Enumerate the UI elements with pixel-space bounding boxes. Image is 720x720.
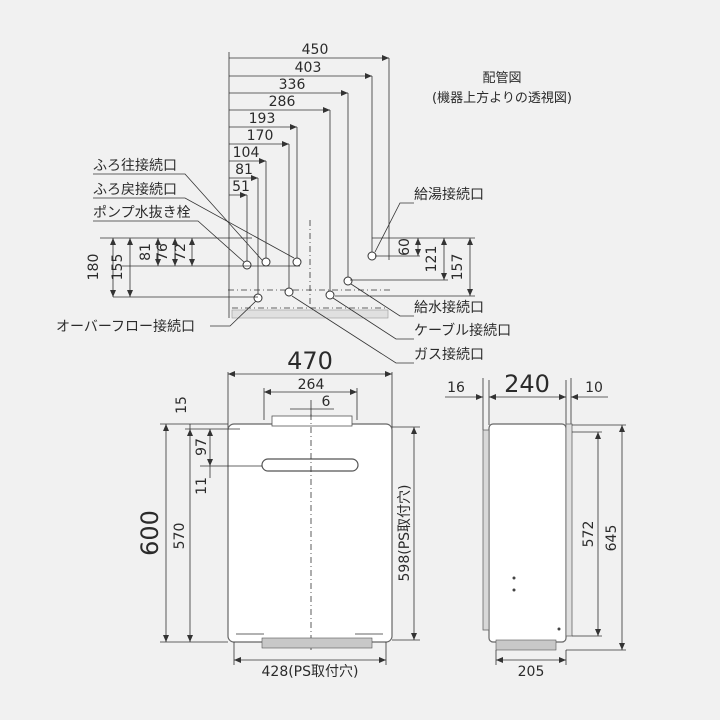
dim-264: 264 <box>298 377 325 393</box>
furo-modori-opening-icon <box>261 257 271 267</box>
top-connector-strip <box>271 415 353 427</box>
side-bottom-fittings <box>495 639 557 651</box>
label-overflow: オーバーフロー接続口 <box>56 318 195 335</box>
unit-top-edge <box>231 309 389 319</box>
label-hot-water: 給湯接続口 <box>414 186 484 203</box>
dim-286: 286 <box>269 94 296 110</box>
front-view: 470 264 6 600 15 570 97 11 <box>136 347 420 680</box>
left-vertical-dims: 180 155 81 76 72 <box>86 237 300 298</box>
callouts: ふろ往接続口 ふろ戻接続口 ポンプ水抜き栓 オーバーフロー接続口 給湯接続口 給… <box>56 157 511 364</box>
dim-155: 155 <box>110 254 126 281</box>
side-screw-2 <box>512 588 516 592</box>
leader-hot-water <box>374 202 414 253</box>
dim-121: 121 <box>424 246 440 273</box>
dim-598: 598(PS取付穴) <box>397 485 413 582</box>
label-water-supply: 給水接続口 <box>414 299 484 316</box>
cable-opening-icon <box>325 290 335 300</box>
leader-gas <box>291 295 414 364</box>
dim-76: 76 <box>155 243 171 261</box>
dim-104: 104 <box>233 145 260 161</box>
wall-bracket <box>565 423 573 637</box>
right-vertical-dims: 60 121 157 <box>335 237 475 297</box>
dim-240: 240 <box>504 370 550 398</box>
water-supply-opening-icon <box>343 276 353 286</box>
label-furo-modori: ふろ戻接続口 <box>93 181 177 198</box>
dim-60: 60 <box>397 238 413 256</box>
dim-81: 81 <box>235 162 253 178</box>
front-cover-edge <box>482 429 490 631</box>
overflow-opening-icon <box>253 293 263 303</box>
dim-193: 193 <box>249 111 276 127</box>
top-dimension-stack: 450 403 336 286 193 170 104 81 5 <box>229 42 390 298</box>
gas-opening-icon <box>284 287 294 297</box>
dim-81v: 81 <box>138 243 154 261</box>
front-handle <box>261 458 359 472</box>
dim-600: 600 <box>136 510 164 556</box>
furo-ou-opening-icon <box>292 257 302 267</box>
dim-15: 15 <box>174 396 190 414</box>
dim-470: 470 <box>287 347 333 375</box>
label-gas: ガス接続口 <box>414 346 484 363</box>
leader-overflow <box>210 300 257 327</box>
dim-16: 16 <box>447 380 465 396</box>
unit-side-body <box>488 423 567 643</box>
dim-97: 97 <box>194 438 210 456</box>
pipe-openings <box>242 251 377 303</box>
dim-11: 11 <box>194 477 210 495</box>
dim-6: 6 <box>322 394 331 410</box>
leader-furo-ou <box>93 173 263 261</box>
dim-450: 450 <box>302 42 329 58</box>
side-view: 240 16 10 572 645 205 <box>445 370 626 680</box>
dim-180: 180 <box>86 254 102 281</box>
dim-336: 336 <box>279 77 306 93</box>
leader-water-supply <box>350 283 414 317</box>
leader-furo-modori <box>93 197 295 259</box>
dim-72: 72 <box>173 243 189 261</box>
bottom-fittings <box>261 637 373 649</box>
side-screw-1 <box>512 576 516 580</box>
label-pump-drain: ポンプ水抜き栓 <box>93 205 191 221</box>
piping-title: 配管図 <box>482 71 521 86</box>
label-cable: ケーブル接続口 <box>414 322 511 339</box>
dim-170: 170 <box>247 128 274 144</box>
hot-water-opening-icon <box>367 251 377 261</box>
piping-diagram: 配管図 (機器上方よりの透視図) 450 403 336 286 193 170 <box>56 42 572 364</box>
leader-pump-drain <box>93 220 245 263</box>
dim-51: 51 <box>232 179 250 195</box>
dim-570: 570 <box>172 523 188 550</box>
dim-205: 205 <box>518 664 545 680</box>
dim-403: 403 <box>295 60 322 76</box>
leader-cable <box>332 297 414 340</box>
dim-157: 157 <box>450 254 466 281</box>
dim-428: 428(PS取付穴) <box>262 664 359 680</box>
label-furo-ou: ふろ往接続口 <box>93 157 177 174</box>
dim-10: 10 <box>585 380 603 396</box>
side-screw-3 <box>557 627 561 631</box>
dim-572: 572 <box>581 521 597 548</box>
dim-645: 645 <box>604 525 620 552</box>
piping-subtitle: (機器上方よりの透視図) <box>432 90 572 106</box>
unit-front-body <box>227 423 393 643</box>
pump-drain-opening-icon <box>242 260 252 270</box>
